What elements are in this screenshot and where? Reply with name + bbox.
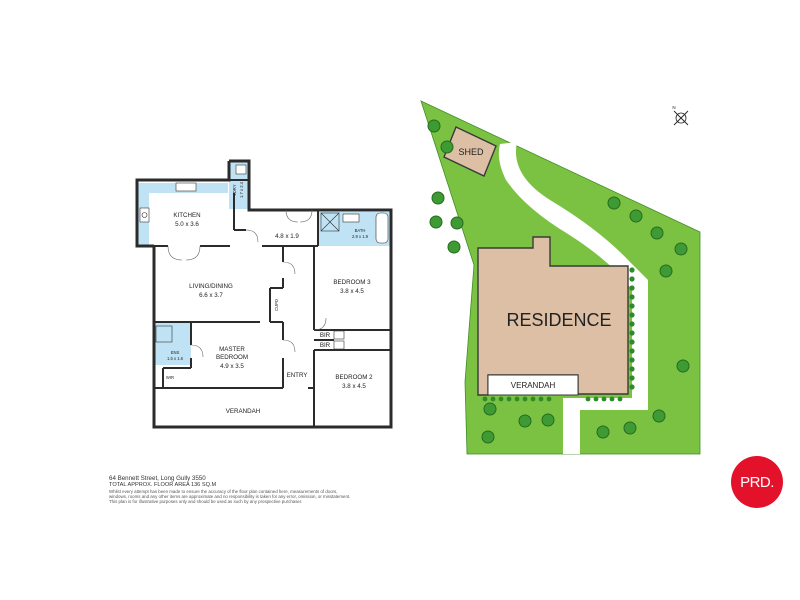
laundry-tub	[235, 164, 247, 175]
disclaimer-line-1: Whilst every attempt has been made to en…	[109, 489, 338, 494]
prd-logo: PRD.	[731, 456, 783, 508]
master-label-2: BEDROOM	[216, 354, 248, 361]
tree	[674, 242, 688, 256]
hedge	[482, 267, 635, 402]
floor-area: TOTAL APPROX. FLOOR AREA 136 SQ.M	[109, 482, 217, 488]
ens-label: ENS	[171, 350, 180, 355]
entry-label: ENTRY	[287, 372, 308, 379]
site-verandah-label: VERANDAH	[511, 381, 556, 390]
master-label-1: MASTER	[219, 346, 245, 353]
tree	[427, 119, 441, 133]
front-path-join	[563, 398, 648, 410]
tree	[596, 425, 610, 439]
residence-label: RESIDENCE	[506, 310, 611, 330]
master-size: 4.9 x 3.5	[220, 363, 244, 370]
laundry-size: 1.7 x 2.4	[239, 181, 244, 198]
sink-bowl	[141, 212, 148, 218]
ens-size: 1.5 x 1.6	[167, 356, 184, 361]
door-swings	[167, 209, 327, 358]
bir-upper-rail	[333, 330, 345, 340]
vanity	[342, 213, 360, 223]
tree	[623, 421, 637, 435]
bedroom3-label: BEDROOM 3	[333, 279, 371, 286]
tree	[481, 430, 495, 444]
compass-icon: N	[672, 105, 689, 126]
wir-label: WIR	[166, 375, 174, 380]
front-path	[563, 398, 580, 454]
laundry-label: LDRY	[232, 184, 237, 195]
tree	[440, 140, 454, 154]
disclaimer-line-3: This plan is for illustrative purposes o…	[109, 499, 303, 504]
bedroom2-size: 3.8 x 4.5	[342, 383, 366, 390]
bir-lower-rail	[333, 340, 345, 350]
bir-upper-label: BIR	[320, 332, 331, 339]
hallway-size: 4.8 x 1.9	[275, 233, 299, 240]
shower	[320, 212, 340, 232]
tree	[447, 240, 461, 254]
ensuite-shower	[155, 325, 173, 343]
tree	[541, 413, 555, 427]
fixtures	[139, 164, 389, 350]
compass-label: N	[672, 105, 675, 110]
tree	[429, 215, 443, 229]
walls	[135, 159, 393, 429]
tree	[607, 196, 621, 210]
bir-lower-label: BIR	[320, 342, 331, 349]
kitchen-size: 5.0 x 3.6	[175, 221, 199, 228]
bath-size: 2.9 x 1.9	[352, 234, 369, 239]
site-verandah	[487, 374, 579, 396]
tree	[431, 191, 445, 205]
bath-tub	[375, 212, 389, 244]
property-address: 64 Bennett Street, Long Gully 3550	[109, 475, 206, 482]
floor-plan: KITCHEN 5.0 x 3.6 4.8 x 1.9 LIVING/DININ…	[135, 159, 393, 429]
prd-logo-text: PRD.	[740, 473, 774, 491]
room-labels: KITCHEN 5.0 x 3.6 4.8 x 1.9 LIVING/DININ…	[166, 181, 373, 415]
tree	[483, 402, 497, 416]
tree	[659, 264, 673, 278]
living-label: LIVING/DINING	[189, 283, 233, 290]
tree	[450, 216, 464, 230]
interior-walls	[154, 179, 391, 427]
tree	[650, 226, 664, 240]
driveway	[498, 142, 648, 410]
tree	[652, 409, 666, 423]
living-size: 6.6 x 3.7	[199, 292, 223, 299]
tree	[676, 359, 690, 373]
cupboard-label: CUPD	[274, 299, 279, 311]
tree	[518, 414, 532, 428]
disclaimer-line-2: windows, rooms and any other items are a…	[109, 494, 351, 499]
bedroom2-label: BEDROOM 2	[335, 374, 373, 381]
trees	[427, 119, 690, 444]
cooktop	[175, 182, 197, 192]
verandah-floor-label: VERANDAH	[226, 408, 260, 415]
shed-label: SHED	[458, 147, 484, 157]
tree	[629, 209, 643, 223]
site-plan: SHED RESIDENCE VERANDAH	[420, 100, 701, 455]
kitchen-label: KITCHEN	[173, 212, 200, 219]
bedroom3-size: 3.8 x 4.5	[340, 288, 364, 295]
ensuite-floor	[154, 323, 191, 365]
bath-label: BATH	[355, 228, 366, 233]
